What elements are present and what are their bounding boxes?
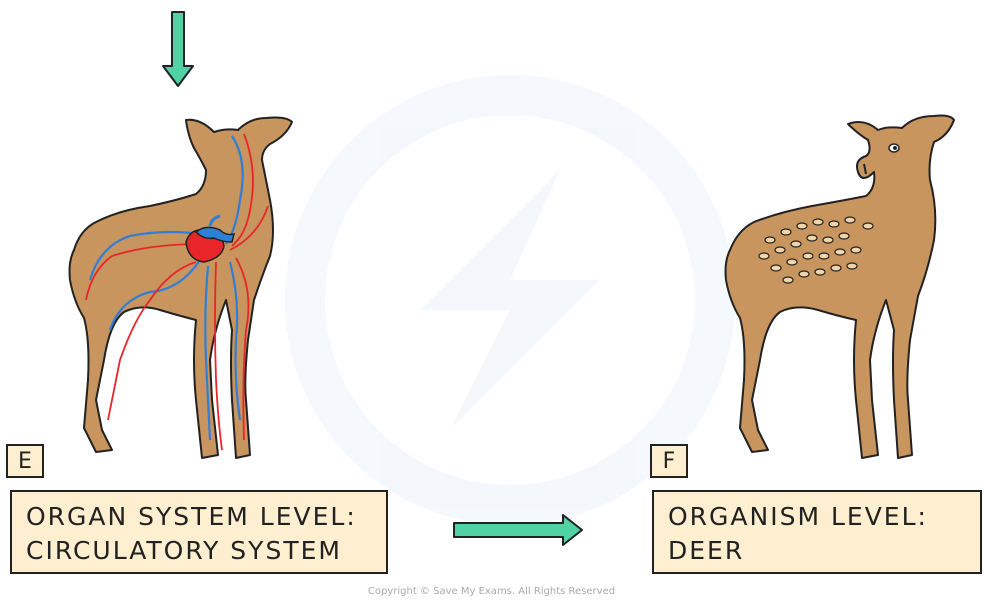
organism-level-label: ORGANISM LEVEL: DEER <box>652 490 982 574</box>
deer-circulatory-illustration <box>68 116 293 459</box>
label-line-2: DEER <box>668 536 745 565</box>
label-line-1: ORGAN SYSTEM LEVEL: <box>26 502 357 531</box>
deer-body-left <box>68 116 293 459</box>
panel-letter-f: F <box>650 444 688 478</box>
label-line-1: ORGANISM LEVEL: <box>668 502 928 531</box>
organ-system-level-label: ORGAN SYSTEM LEVEL: CIRCULATORY SYSTEM <box>10 490 388 574</box>
deer-body-right <box>724 114 955 459</box>
right-arrow-icon <box>453 514 583 546</box>
down-arrow-icon <box>162 11 194 87</box>
panel-letter-e: E <box>6 444 44 478</box>
watermark-logo <box>285 75 735 525</box>
deer-spots <box>758 216 874 284</box>
deer-organism-illustration <box>724 114 955 459</box>
label-line-2: CIRCULATORY SYSTEM <box>26 536 342 565</box>
copyright-notice: Copyright © Save My Exams. All Rights Re… <box>367 586 616 597</box>
heart-icon <box>185 214 236 263</box>
